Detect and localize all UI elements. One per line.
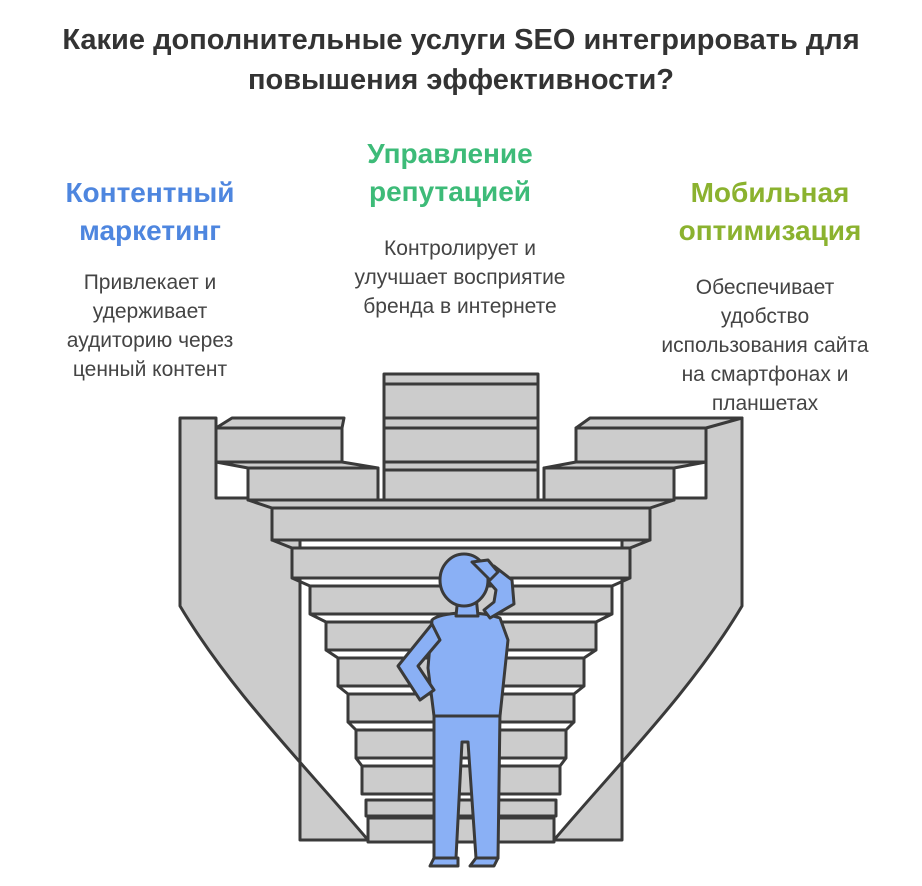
branch-reputation-title: Управление репутацией	[320, 135, 580, 211]
branch-mobile-description: Обеспечивает удобство использования сайт…	[630, 273, 900, 418]
main-step-1	[270, 506, 652, 542]
branch-reputation-description: Контролирует и улучшает восприятие бренд…	[320, 234, 600, 321]
main-step-1-top	[246, 498, 676, 510]
title-line-1: Какие дополнительные услуги SEO интегрир…	[62, 24, 860, 56]
right-step-2-top	[542, 460, 708, 470]
branch-desc-line: бренда в интернете	[363, 295, 557, 318]
branch-title-line: репутацией	[369, 176, 531, 207]
branch-desc-line: улучшает восприятие	[354, 266, 566, 289]
center-tower	[382, 372, 540, 502]
branch-content-marketing-description: Привлекает и удерживает аудиторию через …	[20, 268, 280, 384]
branch-content-marketing-title: Контентный маркетинг	[20, 174, 280, 250]
branch-desc-line: Привлекает и	[83, 271, 217, 294]
left-step-2	[246, 466, 380, 502]
branch-desc-line: ценный контент	[72, 358, 228, 381]
main-step-10	[366, 816, 556, 844]
left-step-1	[214, 426, 344, 464]
main-step-9	[364, 798, 558, 818]
page-title: Какие дополнительные услуги SEO интегрир…	[0, 20, 922, 100]
branch-desc-line: Обеспечивает	[695, 276, 835, 299]
branch-desc-line: Контролирует и	[384, 237, 536, 260]
branch-desc-line: удобство	[720, 305, 810, 328]
branch-mobile-title: Мобильная оптимизация	[630, 174, 910, 250]
branch-desc-line: использования сайта	[661, 334, 869, 357]
title-line-2: повышения эффективности?	[247, 64, 675, 96]
branch-title-line: Управление	[367, 138, 533, 169]
branch-desc-line: на смартфонах и	[681, 363, 849, 386]
branch-title-line: Контентный	[65, 177, 235, 208]
branch-desc-line: аудиторию через	[66, 329, 234, 352]
right-step-1	[574, 426, 708, 464]
right-step-2	[542, 466, 676, 502]
branch-title-line: маркетинг	[79, 215, 221, 246]
branch-title-line: оптимизация	[678, 215, 862, 246]
thinking-person-illustration	[396, 552, 516, 868]
branch-title-line: Мобильная	[690, 177, 850, 208]
person-torso	[426, 611, 510, 718]
left-step-1-top	[214, 416, 346, 430]
left-step-2-top	[214, 460, 380, 470]
person-arm-left	[396, 622, 442, 702]
branch-desc-line: планшетах	[711, 392, 819, 415]
right-step-1-top	[574, 416, 744, 430]
branch-desc-line: удерживает	[92, 300, 208, 323]
